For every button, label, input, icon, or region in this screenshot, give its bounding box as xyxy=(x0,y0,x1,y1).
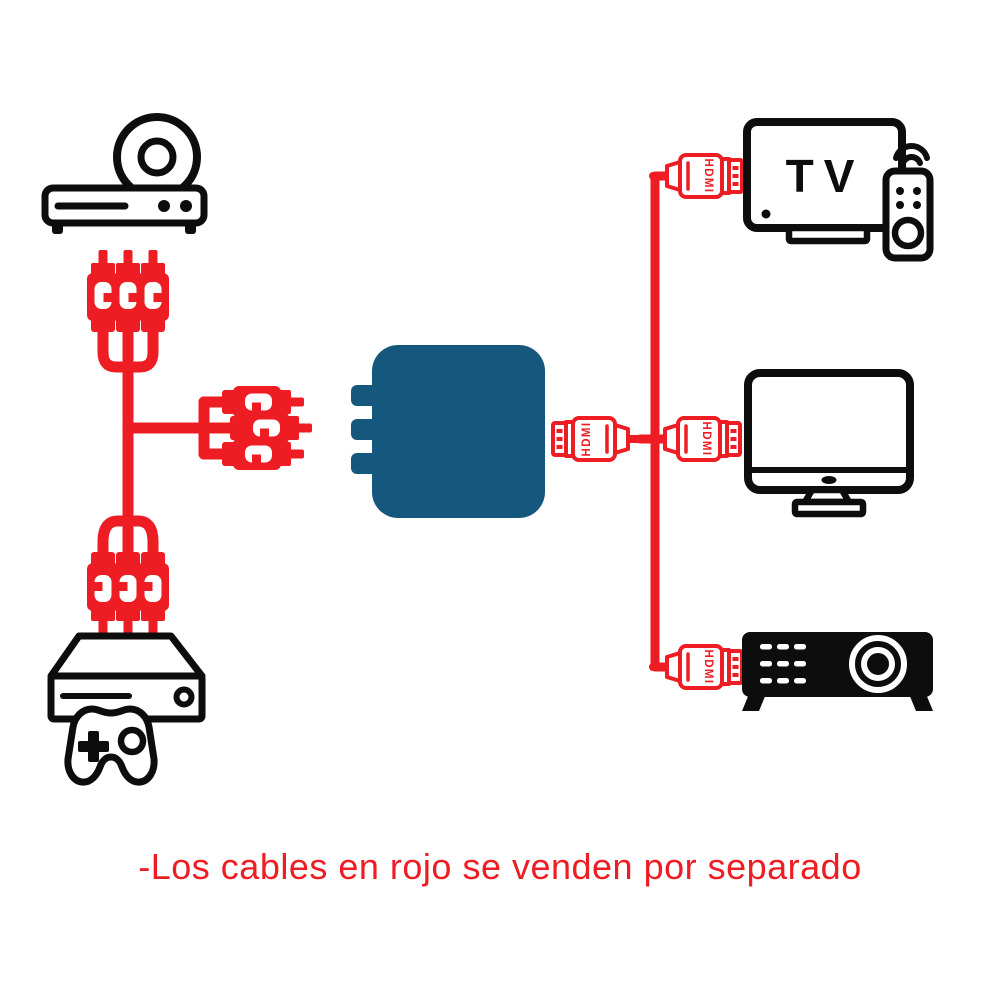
tv-screen-label: TV xyxy=(786,150,865,202)
hdmi-connector-label: HDMI xyxy=(702,650,714,685)
tv-stand xyxy=(785,224,871,245)
gamepad-button-icon xyxy=(117,726,147,756)
rca-plug-icon xyxy=(137,552,169,634)
hdmi-cable-icon: HDMI HDMI HDMI HDMI xyxy=(553,155,742,688)
rca-plug-icon xyxy=(137,250,169,332)
remote-control-icon xyxy=(882,143,934,262)
projector-foot xyxy=(742,694,766,711)
hdmi-connector-icon xyxy=(653,646,742,688)
cable-trunk-right xyxy=(650,171,671,672)
rca-composite-cable-icon xyxy=(87,250,312,634)
wireless-signal-icon xyxy=(893,143,930,161)
projector-vents xyxy=(760,644,806,684)
projector-icon xyxy=(742,632,933,711)
projector-foot xyxy=(909,694,933,711)
hdmi-connector-icon xyxy=(651,418,740,460)
hdmi-connector-label: HDMI xyxy=(581,422,593,457)
gamepad-icon xyxy=(64,705,158,786)
hdmi-connector-icon xyxy=(553,418,642,460)
caption: -Los cables en rojo se venden por separa… xyxy=(138,846,861,887)
monitor-base xyxy=(791,498,867,518)
projector-lens-icon xyxy=(849,635,907,693)
tv-icon: TV xyxy=(743,118,934,262)
dvd-player-icon xyxy=(41,113,208,234)
rca-plug-icon xyxy=(222,438,304,470)
rca-jack-icon xyxy=(351,453,377,474)
av-to-hdmi-converter-icon xyxy=(351,345,545,518)
rca-jack-icon xyxy=(351,419,377,440)
hdmi-connector-label: HDMI xyxy=(700,422,712,457)
converter-body xyxy=(372,345,545,518)
computer-monitor-icon xyxy=(744,369,914,518)
hdmi-connector-label: HDMI xyxy=(702,159,714,194)
rca-jack-icon xyxy=(351,385,377,406)
hdmi-connector-icon xyxy=(653,155,742,197)
game-console-icon xyxy=(47,632,206,786)
